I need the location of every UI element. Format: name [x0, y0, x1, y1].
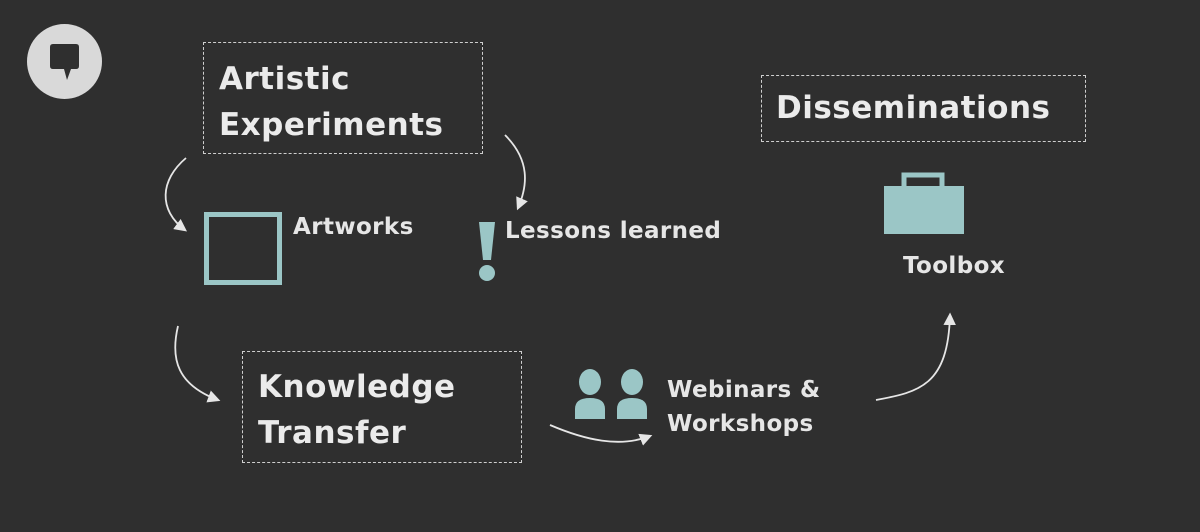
- exclamation-icon: [479, 222, 495, 281]
- frame-icon: [204, 212, 282, 285]
- arrow-knowledge-to-webinars: [549, 424, 653, 446]
- webinars-workshops-label: Webinars & Workshops: [667, 373, 821, 441]
- people-icon: [575, 369, 647, 419]
- arrow-experiments-to-artworks: [164, 157, 188, 232]
- logo: [27, 24, 102, 99]
- artistic-experiments-box: Artistic Experiments: [203, 42, 483, 154]
- artworks-label: Artworks: [293, 214, 414, 240]
- toolbox-label: Toolbox: [903, 253, 1006, 279]
- artistic-experiments-line1: Artistic: [219, 61, 350, 97]
- knowledge-transfer-line1: Knowledge: [258, 369, 456, 405]
- arrow-artworks-to-knowledge: [174, 325, 221, 403]
- disseminations-box: Disseminations: [761, 75, 1086, 142]
- speech-bubble-logo-icon: [50, 44, 79, 80]
- webinars-line1: Webinars &: [667, 377, 821, 403]
- briefcase-icon: [884, 172, 964, 234]
- arrow-webinars-to-toolbox: [875, 312, 957, 401]
- disseminations-label: Disseminations: [776, 90, 1051, 126]
- webinars-line2: Workshops: [667, 411, 814, 437]
- knowledge-transfer-box: Knowledge Transfer: [242, 351, 522, 463]
- arrow-experiments-to-lessons: [504, 134, 528, 211]
- knowledge-transfer-line2: Transfer: [258, 415, 407, 451]
- lessons-learned-label: Lessons learned: [505, 218, 722, 244]
- artistic-experiments-line2: Experiments: [219, 107, 444, 143]
